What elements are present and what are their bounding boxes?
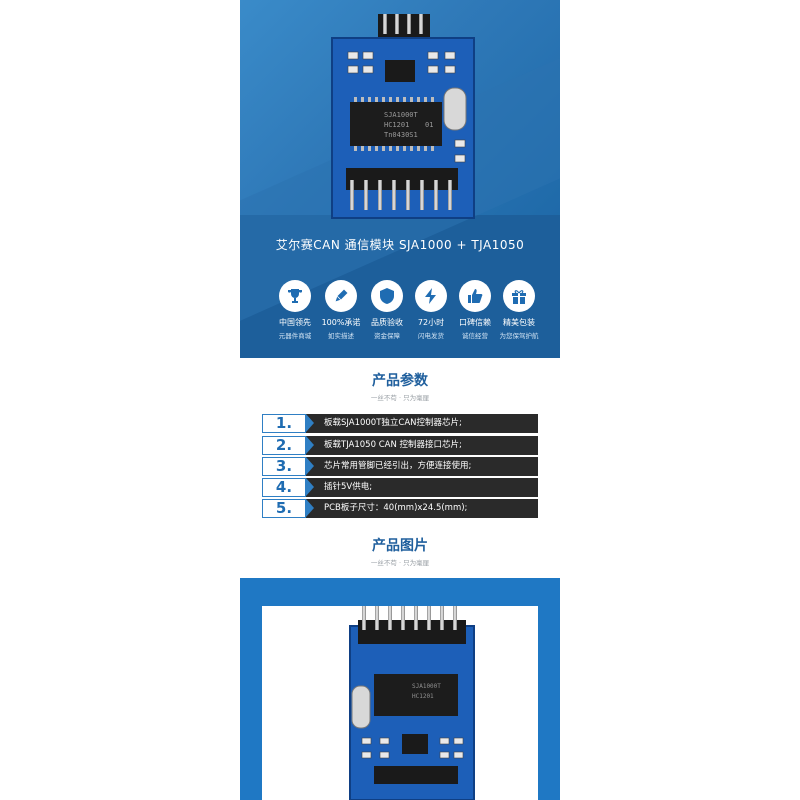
photos-title: 产品图片 [372,538,428,554]
spec-text: 板载TJA1050 CAN 控制器接口芯片; [306,436,538,455]
params-title: 产品参数 [372,373,428,389]
feature-title: 72小时 [417,318,445,327]
thumbs-up-icon [459,280,491,312]
spec-row: 1. 板载SJA1000T独立CAN控制器芯片; [262,414,538,433]
photos-subtitle: 一丝不苟 · 只为毫厘 [370,559,430,567]
feature-subtitle: 诚信经营 [462,332,488,340]
spec-number: 1. [262,414,306,433]
chip-marking-3: Tn0430S1 [384,131,418,139]
feature-quality: 品质验收 资金保障 [362,280,412,340]
feature-packaging: 精美包装 为您保驾护航 [494,280,544,340]
feature-shipping: 72小时 闪电发货 [406,280,456,340]
spec-row: 3. 芯片常用管脚已经引出，方便连接使用; [262,457,538,476]
spec-text: 插针5V供电; [306,478,538,497]
spec-row: 2. 板载TJA1050 CAN 控制器接口芯片; [262,436,538,455]
feature-subtitle: 闪电发货 [418,332,444,340]
spec-text: 板载SJA1000T独立CAN控制器芯片; [306,414,538,433]
feature-title: 精美包装 [503,318,535,327]
spec-text: PCB板子尺寸：40(mm)x24.5(mm); [306,499,538,518]
can-module-board-image: SJA1000T HC1201 Tn0430S1 01 [331,14,475,219]
feature-title: 中国领先 [279,318,311,327]
chip-marking-2: HC1201 [412,693,434,700]
chip-marking-1: SJA1000T [384,111,419,119]
feature-subtitle: 如实描述 [328,332,354,340]
photo-panel: SJA1000T HC1201 [262,606,538,800]
pen-icon [325,280,357,312]
chip-marking-1: SJA1000T [412,683,441,690]
arrow-marker [306,478,314,496]
feature-title: 品质验收 [371,318,403,327]
chip-side-label: 01 [425,121,433,129]
params-subtitle: 一丝不苟 · 只为毫厘 [370,394,430,402]
feature-title: 口碑信赖 [459,318,491,327]
arrow-marker [306,499,314,517]
spec-number: 5. [262,499,306,518]
bottom-header-pins [346,168,458,210]
gift-icon [503,280,535,312]
feature-reputation: 口碑信赖 诚信经营 [450,280,500,340]
feature-leader: 中国领先 元器件商城 [270,280,320,340]
chip-marking-2: HC1201 [384,121,409,129]
arrow-marker [306,436,314,454]
can-module-photo: SJA1000T HC1201 [349,606,475,800]
feature-subtitle: 为您保驾护航 [499,332,539,340]
lightning-icon [415,280,447,312]
spec-number: 2. [262,436,306,455]
feature-promise: 100%承诺 如实描述 [316,280,366,340]
trophy-icon [279,280,311,312]
arrow-marker [306,457,314,475]
spec-row: 4. 插针5V供电; [262,478,538,497]
feature-title: 100%承诺 [321,318,361,327]
spec-text: 芯片常用管脚已经引出，方便连接使用; [306,457,538,476]
spec-row: 5. PCB板子尺寸：40(mm)x24.5(mm); [262,499,538,518]
shield-icon [371,280,403,312]
hero-title: 艾尔赛CAN 通信模块 SJA1000 + TJA1050 [275,238,525,252]
feature-subtitle: 资金保障 [374,332,400,340]
spec-number: 3. [262,457,306,476]
hero-banner: SJA1000T HC1201 Tn0430S1 01 艾尔赛CAN 通信模块 … [240,0,560,358]
arrow-marker [306,414,314,432]
feature-subtitle: 元器件商城 [278,332,312,340]
spec-number: 4. [262,478,306,497]
